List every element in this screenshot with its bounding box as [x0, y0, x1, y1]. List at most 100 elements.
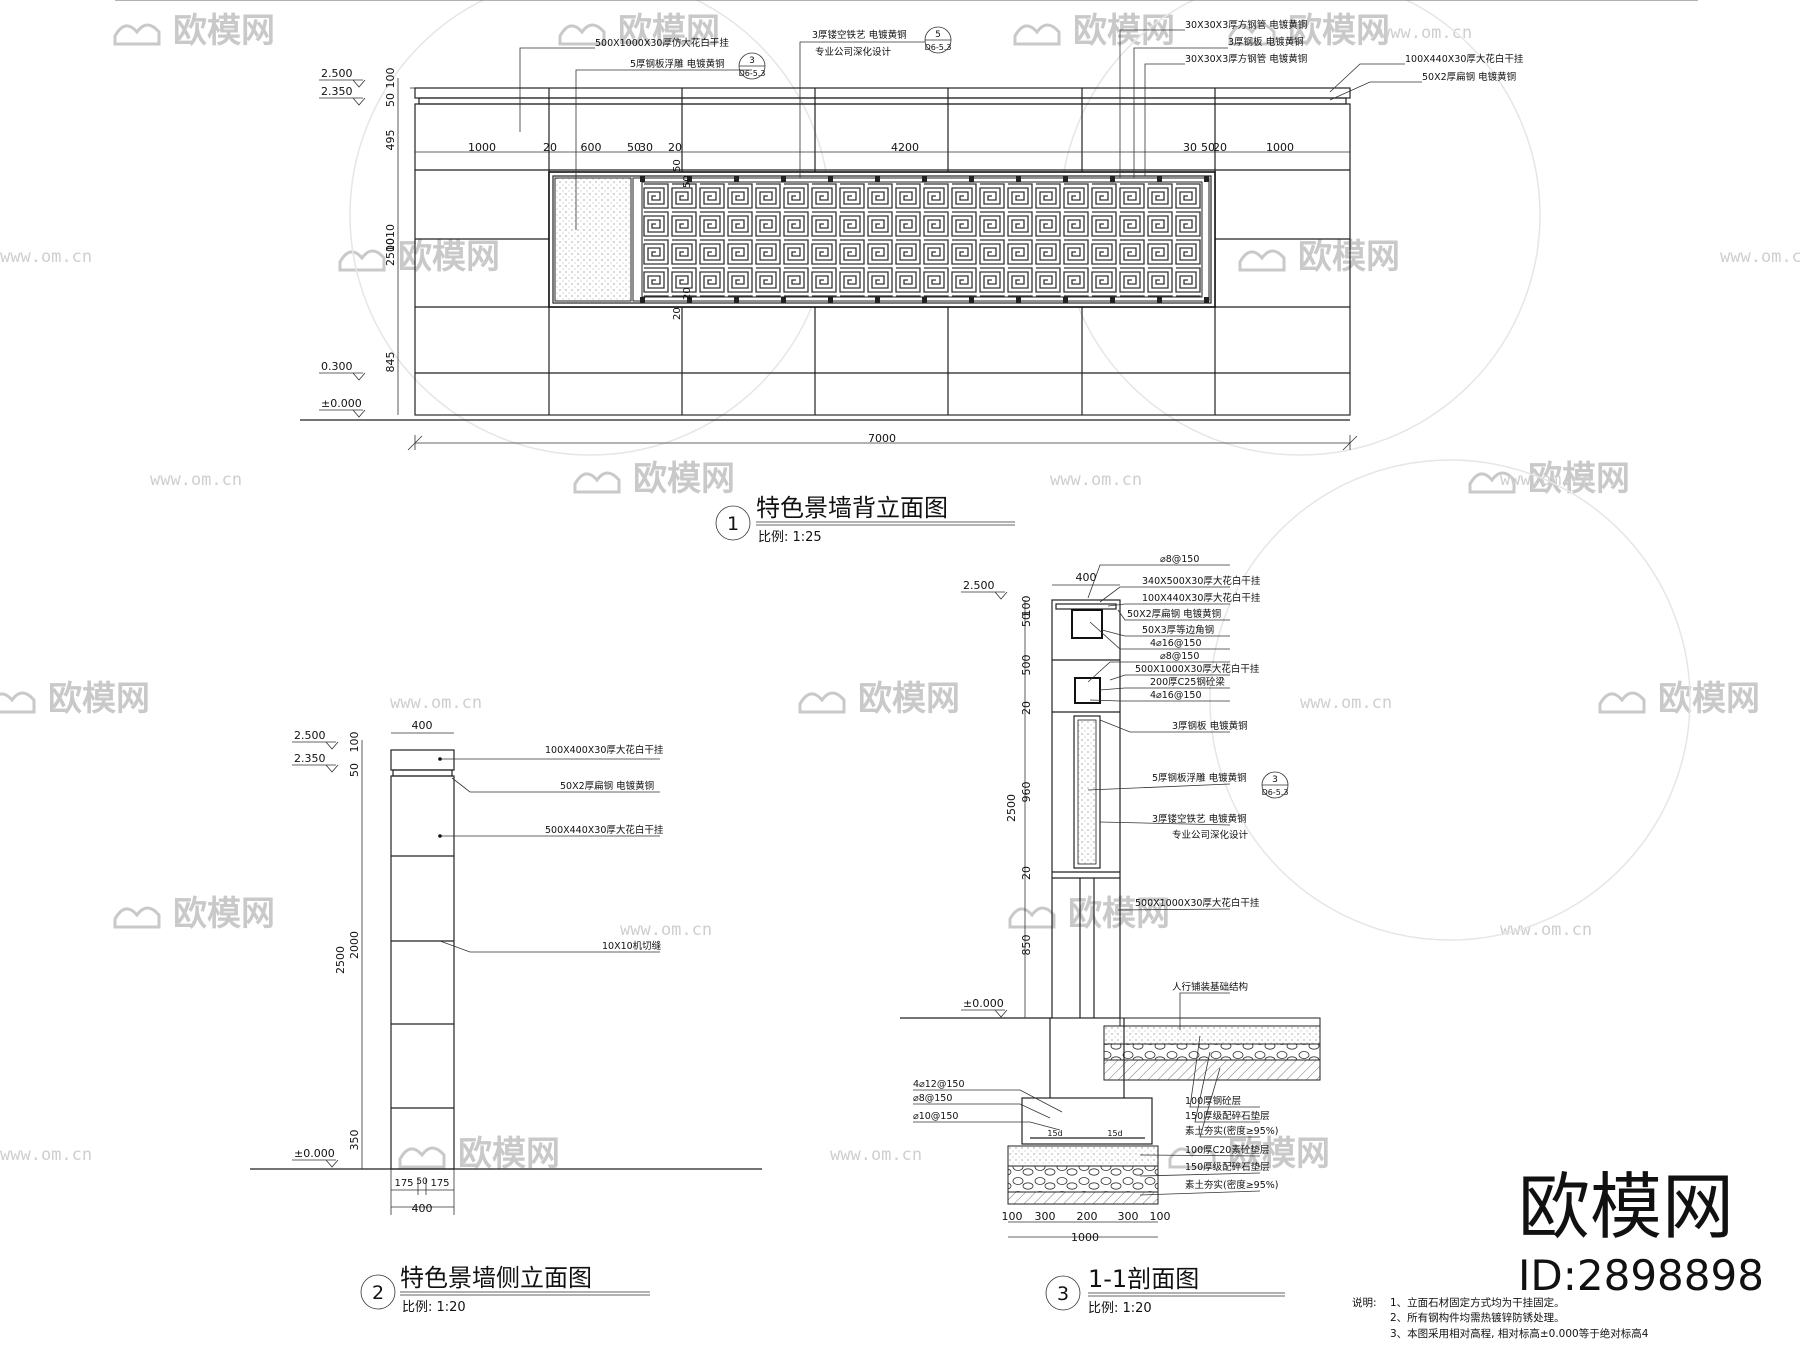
callout-text: 100厚C20素砼垫层	[1185, 1144, 1269, 1156]
dimension-label: 175	[394, 1178, 413, 1189]
watermark-icon	[1238, 249, 1286, 272]
detail-ref-number: 5	[935, 30, 941, 40]
dimension-label: 50	[416, 1177, 428, 1187]
watermark-logo: 欧模网	[1068, 894, 1170, 934]
dimension-label: 1000	[1266, 141, 1294, 154]
watermark-url: www.om.cn	[1300, 693, 1392, 713]
callout-text: 50X3厚等边角钢	[1142, 624, 1214, 636]
anchor-label: 15d	[1107, 1129, 1122, 1138]
dimension-label: 20	[543, 141, 557, 154]
level-label: 2.350	[294, 752, 326, 765]
dimension-label: 20	[672, 307, 683, 320]
watermark-icon	[0, 691, 36, 714]
watermark-url: www.om.cn	[1500, 920, 1592, 940]
dimension-label: 2000	[348, 931, 361, 959]
watermark-url: www.om.cn	[620, 920, 712, 940]
watermark-icon	[338, 249, 386, 272]
watermark-logo: 欧模网	[858, 679, 960, 719]
relief-plate	[554, 177, 632, 302]
level-label: ±0.000	[963, 997, 1004, 1010]
section-drawing	[900, 584, 1321, 1238]
level-label: 2.350	[321, 85, 353, 98]
level-label: 2.500	[963, 579, 995, 592]
watermark-logo: 欧模网	[1298, 237, 1400, 277]
callout-text: 200厚C25钢砼梁	[1150, 676, 1225, 688]
callout-text: 30X30X3厚方钢管 电镀黄铜	[1185, 19, 1307, 31]
footing	[1021, 1097, 1153, 1145]
watermark-url: www.om.cn	[1050, 470, 1142, 490]
watermark-logo: 欧模网	[633, 459, 735, 499]
level-label: 0.300	[321, 360, 353, 373]
callout-text: 30X30X3厚方钢管 电镀黄铜	[1185, 53, 1307, 65]
cap-beam	[1071, 609, 1103, 639]
callout-text: ⌀8@150	[1160, 554, 1199, 565]
dimension-label: 2500	[384, 238, 397, 266]
rebar-label: 4⌀12@150	[913, 1079, 965, 1090]
dimension-label: 20	[668, 141, 682, 154]
drawing-number: 2	[372, 1282, 384, 1304]
watermark-icon	[1468, 471, 1516, 494]
callout-text: 3厚镂空铁艺 电镀黄铜	[1152, 813, 1247, 825]
detail-ref-sheet: D6-5.3	[1262, 788, 1289, 797]
rebar-label: ⌀8@150	[913, 1093, 952, 1104]
callout-text: 3厚镂空铁艺 电镀黄铜	[812, 29, 907, 41]
detail-ref-circle	[924, 26, 952, 54]
callout-text: 500X1000X30厚大花白干挂	[1135, 897, 1260, 909]
brand-logo: 欧模网	[1518, 1165, 1734, 1249]
watermark-logo: 欧模网	[398, 237, 500, 277]
callout-text: 340X500X30厚大花白干挂	[1142, 575, 1261, 587]
dimension-label: 50	[1201, 141, 1215, 154]
dimension-label: 850	[1020, 935, 1033, 956]
watermark-icon	[558, 23, 606, 46]
side-elevation-drawing	[250, 732, 762, 1215]
callout-text: 3厚钢板 电镀黄铜	[1228, 36, 1304, 48]
dimension-label: 100	[1002, 1210, 1023, 1223]
dimension-label-total: 1000	[1071, 1231, 1099, 1244]
section-wall	[1051, 599, 1121, 1019]
dimension-label-total: 7000	[868, 432, 896, 445]
watermark-icon	[398, 1146, 446, 1169]
side-cap	[390, 749, 455, 771]
dimension-label: 960	[1020, 782, 1033, 803]
dimension-label: 100	[1020, 596, 1033, 617]
anchor-label: 15d	[1047, 1129, 1062, 1138]
dimension-label: 20	[1020, 701, 1033, 715]
drawing-scale: 比例: 1:25	[758, 530, 822, 545]
watermark-logo: 欧模网	[1658, 679, 1760, 719]
dimension-label: 100	[1150, 1210, 1171, 1223]
dimension-label: 495	[384, 130, 397, 151]
dimension-label: 20	[1213, 141, 1227, 154]
callout-text: 5厚钢板浮雕 电镀黄铜	[630, 58, 725, 70]
watermark-logo: 欧模网	[173, 11, 275, 51]
detail-ref-number: 3	[749, 56, 755, 66]
level-label: 2.500	[294, 729, 326, 742]
watermark-logo: 欧模网	[618, 11, 720, 51]
watermark-url: www.om.cn	[0, 247, 92, 267]
dimension-label: 30	[1183, 141, 1197, 154]
watermark-logo: 欧模网	[1073, 11, 1175, 51]
callout-text: 100X440X30厚大花白干挂	[1142, 592, 1261, 604]
drawing-title: 特色景墙侧立面图	[400, 1264, 592, 1292]
dimension-label: 500	[1020, 655, 1033, 676]
watermark-url: www.om.cn	[150, 470, 242, 490]
watermark-url: www.om.cn	[0, 1145, 92, 1165]
dimension-label: 1000	[468, 141, 496, 154]
callout-text: 500X1000X30厚大花白干挂	[1135, 663, 1260, 675]
dimension-label: 200	[1077, 1210, 1098, 1223]
callout-text: 100X440X30厚大花白干挂	[1405, 53, 1524, 65]
level-label: ±0.000	[321, 397, 362, 410]
detail-ref-sheet: D6-5.3	[925, 43, 952, 52]
watermark-icon	[113, 23, 161, 46]
callout-text: 150厚级配碎石垫层	[1185, 1110, 1270, 1122]
watermark-logo: 欧模网	[1288, 11, 1390, 51]
dimension-label: 300	[1118, 1210, 1139, 1223]
level-label: ±0.000	[294, 1147, 335, 1160]
dimension-label: 4200	[891, 141, 919, 154]
drawing-scale: 比例: 1:20	[1088, 1301, 1152, 1316]
callout-text: 100X400X30厚大花白干挂	[545, 744, 664, 756]
dimension-label: 50	[672, 159, 683, 172]
callout-text: 专业公司深化设计	[1172, 829, 1249, 841]
dimension-label: 2500	[1005, 794, 1018, 822]
watermark-icon	[1168, 1146, 1216, 1169]
